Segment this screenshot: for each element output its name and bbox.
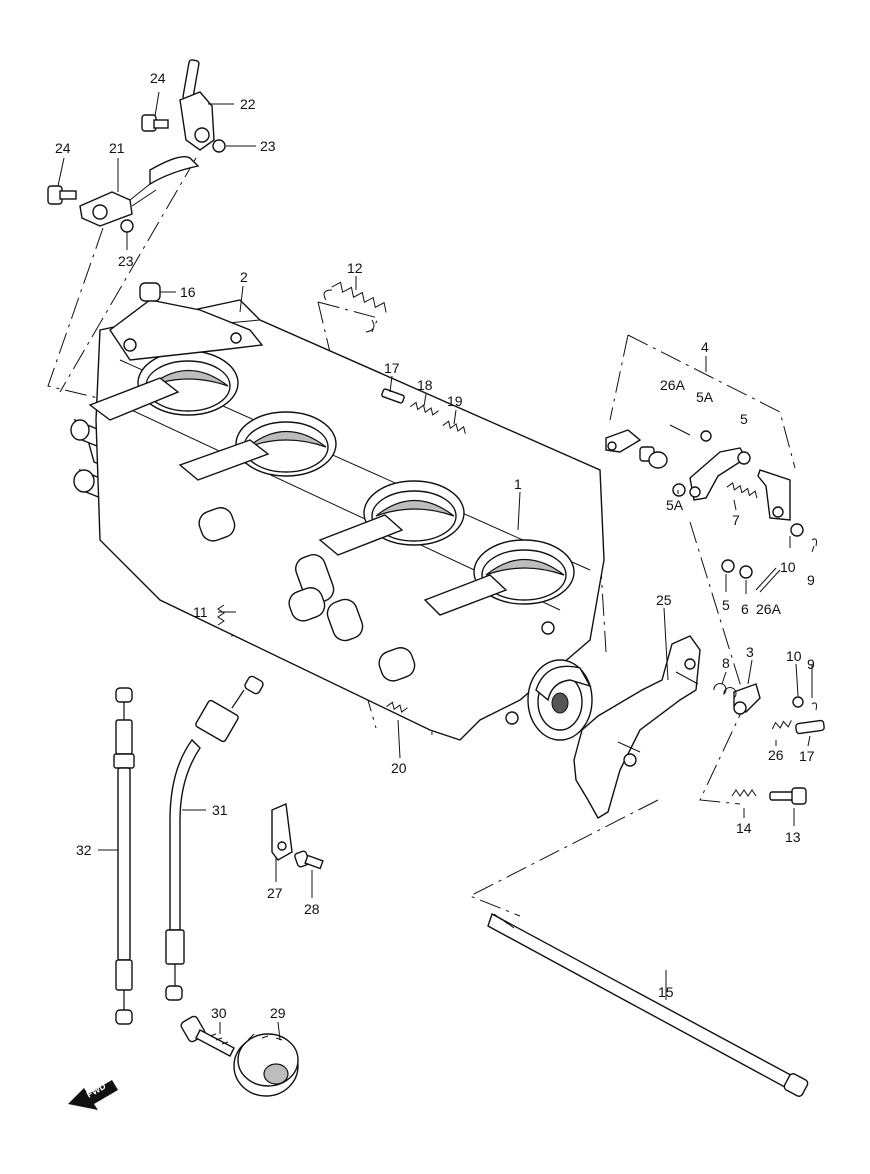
callout-32: 32 <box>76 842 92 858</box>
callout-30: 30 <box>211 1005 227 1021</box>
callout-25: 25 <box>656 592 672 608</box>
callout-17-top: 17 <box>384 360 400 376</box>
callout-26A-top: 26A <box>660 377 686 393</box>
callout-22: 22 <box>240 96 256 112</box>
spring-8 <box>713 683 737 699</box>
screw-17-top <box>381 388 405 404</box>
throttle-body-assembly <box>70 299 605 741</box>
callout-10-bottom: 10 <box>786 648 802 664</box>
callout-5A-top: 5A <box>696 389 714 405</box>
screw-28 <box>294 850 324 870</box>
o-ring-23-top <box>212 139 226 153</box>
part-callouts: 24 22 23 24 21 23 16 2 12 17 18 19 4 26A… <box>55 70 815 1021</box>
callout-5A-bottom: 5A <box>666 497 684 513</box>
bolt-30 <box>180 1015 235 1057</box>
callout-18: 18 <box>417 377 433 393</box>
sensor-22 <box>179 59 215 151</box>
callout-26A-bottom: 26A <box>756 601 782 617</box>
callout-19: 19 <box>447 393 463 409</box>
callout-1: 1 <box>514 476 522 492</box>
callout-13: 13 <box>785 829 801 845</box>
callout-26: 26 <box>768 747 784 763</box>
collar-16 <box>139 282 161 302</box>
bracket-25 <box>573 635 701 819</box>
callout-11: 11 <box>193 604 208 620</box>
callout-27: 27 <box>267 885 283 901</box>
callout-10-top: 10 <box>780 559 796 575</box>
lever-3 <box>733 683 761 715</box>
callout-2: 2 <box>240 269 248 285</box>
callout-24-left: 24 <box>55 140 71 156</box>
clip-9-lower <box>811 702 817 711</box>
callout-17-bottom: 17 <box>799 748 815 764</box>
callout-23-top: 23 <box>260 138 276 154</box>
callout-20: 20 <box>391 760 407 776</box>
cap-29 <box>233 1033 299 1097</box>
callout-5-bottom: 5 <box>722 597 730 613</box>
callout-31: 31 <box>212 802 228 818</box>
callout-8: 8 <box>722 655 730 671</box>
callout-5-top: 5 <box>740 411 748 427</box>
callout-16: 16 <box>180 284 196 300</box>
screw-13 <box>769 787 807 805</box>
callout-21: 21 <box>109 140 125 156</box>
link-assembly-4 <box>605 424 817 593</box>
leader-lines <box>57 91 815 1041</box>
spring-12 <box>323 281 387 333</box>
spring-20 <box>386 701 408 713</box>
callout-15: 15 <box>658 984 674 1000</box>
throttle-pulley <box>527 659 593 741</box>
washer-10-lower <box>792 696 804 708</box>
clamp-27 <box>271 802 293 861</box>
callout-12: 12 <box>347 260 363 276</box>
shaft-15 <box>487 912 809 1097</box>
callout-6: 6 <box>741 601 749 617</box>
callout-28: 28 <box>304 901 320 917</box>
callout-29: 29 <box>270 1005 286 1021</box>
callout-9-top: 9 <box>807 572 815 588</box>
callout-9-bottom: 9 <box>807 656 815 672</box>
spring-19 <box>442 420 466 434</box>
bolt-24-top <box>141 114 169 132</box>
cable-31 <box>165 675 264 1001</box>
callout-14: 14 <box>736 820 752 836</box>
sensor-21 <box>79 156 200 227</box>
spring-14 <box>731 789 757 797</box>
o-ring-23-left <box>120 219 134 233</box>
spring-18 <box>409 401 439 416</box>
spring-11 <box>217 604 225 626</box>
spring-26 <box>771 720 792 730</box>
callout-3: 3 <box>746 644 754 660</box>
callout-24-top: 24 <box>150 70 166 86</box>
cable-32 <box>113 687 135 1025</box>
bolt-24-left <box>47 185 77 205</box>
callout-23-left: 23 <box>118 253 134 269</box>
callout-4: 4 <box>701 339 709 355</box>
fwd-arrow-icon: FWD <box>68 1080 118 1110</box>
screw-17-lower <box>795 719 825 735</box>
callout-7: 7 <box>732 512 740 528</box>
